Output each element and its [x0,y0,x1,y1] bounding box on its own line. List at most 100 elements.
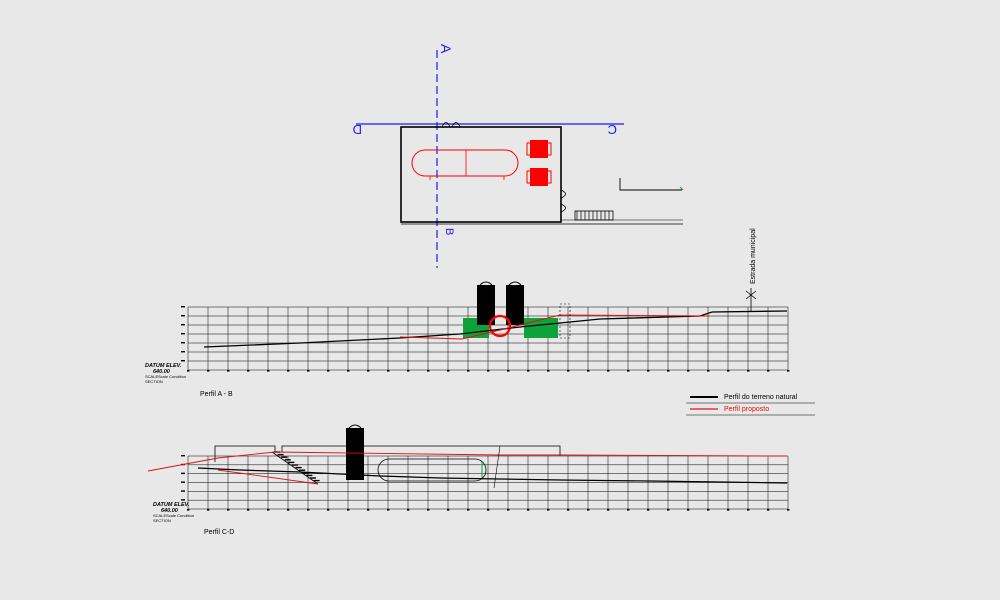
tank-section-cd [377,458,487,482]
legend-terrain-label: Perfil do terreno natural [724,394,798,401]
datum-label-ab: DATUM ELEV. [145,363,182,369]
building-outline [400,126,562,223]
ab-elev-mark [181,351,185,353]
terrain-line-cd [197,467,788,484]
cd-station-mark [407,509,410,511]
pump-plan-2 [526,168,552,186]
cd-station-mark [547,509,550,511]
cd-station-mark [727,509,730,511]
cd-station-mark [207,509,210,511]
axis-label-c: C [608,122,617,137]
section-label-cd: SECTION [153,518,171,523]
ab-station-mark [407,370,410,372]
cd-station-mark [527,509,530,511]
ab-station-mark [367,370,370,372]
ab-station-mark [467,370,470,372]
road-annotation: Estrada municipal [750,228,757,284]
axis-label-b: B [443,228,455,235]
proposed-line-ab [399,314,711,340]
cd-station-mark [447,509,450,511]
terrain-line-ab [203,310,788,348]
profile-cd-title: Perfil C-D [204,529,234,536]
silo-cd [346,428,364,480]
cd-station-mark [567,509,570,511]
ab-station-mark [647,370,650,372]
cd-elev-mark [181,499,185,501]
cd-station-mark [607,509,610,511]
profile-cd: DATUM ELEV. 640.00 SCALE Scale Condition… [147,424,790,536]
ab-station-mark [287,370,290,372]
cd-station-mark [587,509,590,511]
ab-station-mark [747,370,750,372]
ab-station-mark [767,370,770,372]
scale-label-cd: SCALE [153,513,166,518]
profile-cd-grid [181,455,790,511]
stairs-plan [574,210,614,221]
ab-elev-mark [181,342,185,344]
ab-elev-mark [181,324,185,326]
cd-elev-mark [181,481,185,483]
pump-plan-1 [526,140,552,158]
stair-stringer [271,451,319,485]
ab-station-mark [527,370,530,372]
scale-value-ab: Scale Condition [158,374,186,379]
profile-ab: Estrada municipal DATUM ELEV. 640.00 SCA… [145,228,790,398]
ab-station-mark [607,370,610,372]
building-section-cd [214,445,561,462]
axis-label-a: A [438,44,454,54]
cd-station-mark [187,509,190,511]
ab-station-mark [247,370,250,372]
ab-elev-mark [181,333,185,335]
silo-ab-2 [506,285,524,325]
tank-section-ab [488,314,512,338]
ab-station-mark [687,370,690,372]
silo-ab-1 [477,285,495,325]
cd-station-mark [627,509,630,511]
ab-station-mark [667,370,670,372]
cd-elev-mark [181,455,185,457]
ab-elev-mark [181,360,185,362]
cd-elev-mark [181,490,185,492]
axis-label-d: D [353,122,362,137]
datum-value-cd: 640.00 [161,508,178,514]
scale-label-ab: SCALE [145,374,158,379]
cd-station-mark [787,509,790,511]
plan-view: A B D C [353,44,684,268]
cd-station-mark [707,509,710,511]
stairs-section-cd [271,451,320,485]
cd-station-mark [387,509,390,511]
ab-station-mark [727,370,730,372]
ab-station-mark [567,370,570,372]
tank-plan [411,149,519,180]
ab-station-mark [387,370,390,372]
ab-station-mark [427,370,430,372]
ab-station-mark [447,370,450,372]
ab-station-mark [307,370,310,372]
ab-station-mark [507,370,510,372]
ab-station-mark [787,370,790,372]
cd-elev-mark [181,472,185,475]
section-label-ab: SECTION [145,379,163,384]
cd-station-mark [667,509,670,511]
cd-station-mark [747,509,750,511]
ab-station-mark [627,370,630,372]
cd-station-mark [507,509,510,511]
datum-value-ab: 640.00 [153,369,170,375]
legend: Perfil do terreno natural Perfil propost… [686,394,815,416]
scale-value-cd: Scale Condition [166,513,194,518]
proposed-line-cd-2 [217,469,319,485]
cd-station-mark [307,509,310,511]
cd-station-mark [247,509,250,511]
ab-station-mark [267,370,270,372]
cd-station-mark [267,509,270,511]
proposed-line-cd [147,451,788,472]
ab-station-mark [707,370,710,372]
cd-station-mark [687,509,690,511]
ab-station-mark [547,370,550,372]
cd-station-mark [467,509,470,511]
cd-station-mark [767,509,770,511]
ab-station-mark [187,370,190,372]
green-block-2 [524,318,558,338]
datum-label-cd: DATUM ELEV. [153,502,190,508]
